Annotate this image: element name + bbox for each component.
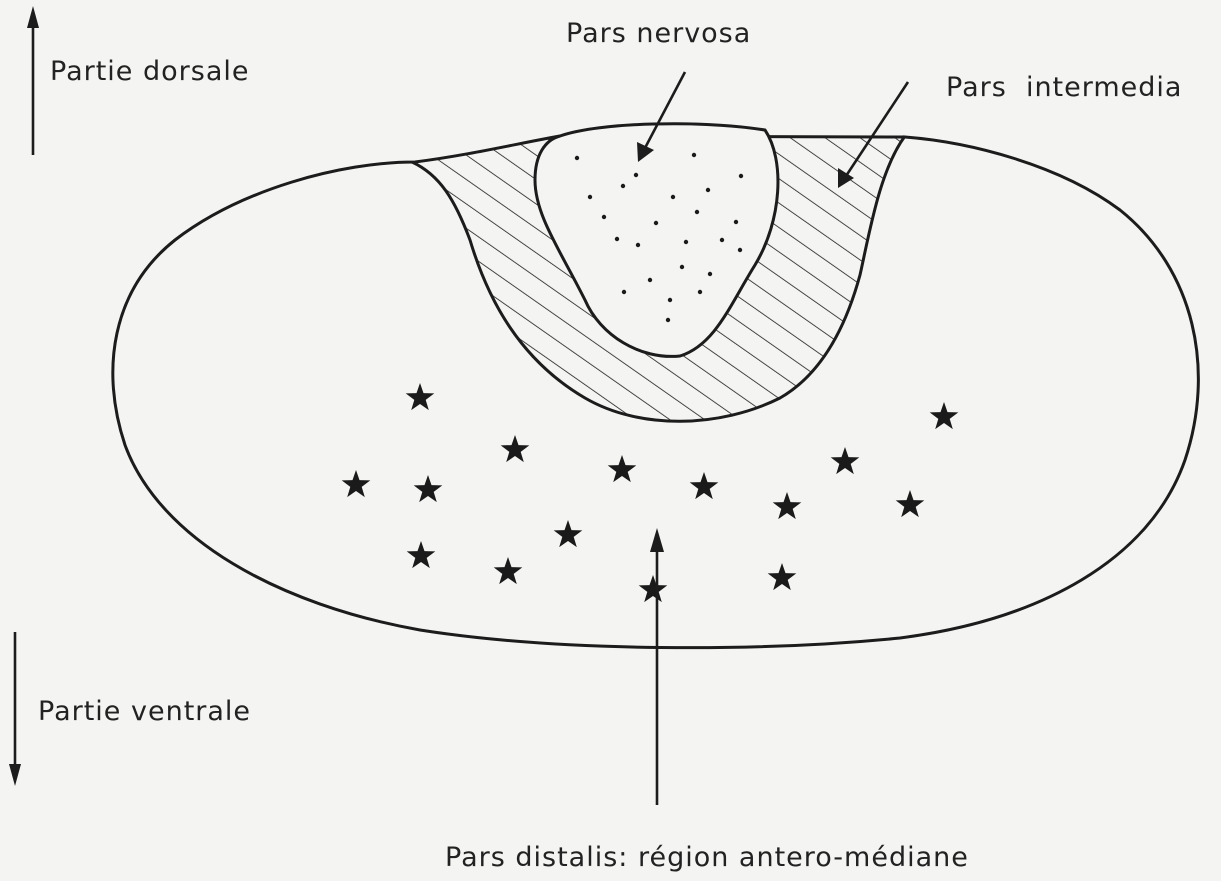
dot xyxy=(739,174,743,178)
dot xyxy=(695,210,699,214)
dot xyxy=(621,184,625,188)
star-icon xyxy=(930,402,959,429)
star-icon xyxy=(773,492,802,519)
arrow-down-icon xyxy=(9,632,21,786)
dot xyxy=(615,237,619,241)
star-icon xyxy=(768,563,797,590)
dot xyxy=(671,195,675,199)
dot xyxy=(654,221,658,225)
dot xyxy=(636,243,640,247)
dot xyxy=(588,195,592,199)
star-icon xyxy=(494,557,523,584)
pars-intermedia-label: Pars intermedia xyxy=(946,72,1182,103)
dot xyxy=(692,153,696,157)
star-icon xyxy=(896,490,925,517)
pars-distalis-arrow xyxy=(650,528,664,805)
partie-ventrale-label: Partie ventrale xyxy=(38,696,251,727)
star-icon xyxy=(690,472,719,499)
star-icon xyxy=(406,383,435,410)
star-icon xyxy=(831,447,860,474)
star-icon xyxy=(342,470,371,497)
dot xyxy=(684,240,688,244)
dot xyxy=(575,156,579,160)
dot xyxy=(706,188,710,192)
partie-dorsale-label: Partie dorsale xyxy=(50,56,249,87)
dot xyxy=(680,265,684,269)
arrow-up-icon xyxy=(27,6,39,155)
pars-distalis-label: Pars distalis: région antero-médiane xyxy=(445,842,969,873)
dot xyxy=(738,248,742,252)
dot xyxy=(602,215,606,219)
dot xyxy=(634,173,638,177)
dot xyxy=(622,290,626,294)
star-icon xyxy=(639,575,668,602)
star-icon xyxy=(407,541,436,568)
pars-nervosa-label: Pars nervosa xyxy=(566,18,751,49)
star-icon xyxy=(501,435,530,462)
star-icon xyxy=(414,475,443,502)
star-icon xyxy=(554,520,583,547)
dot xyxy=(720,238,724,242)
dot xyxy=(698,290,702,294)
dot xyxy=(648,278,652,282)
dot xyxy=(734,220,738,224)
dot xyxy=(708,272,712,276)
star-icon xyxy=(608,455,637,482)
dot xyxy=(666,318,670,322)
dot xyxy=(668,298,672,302)
